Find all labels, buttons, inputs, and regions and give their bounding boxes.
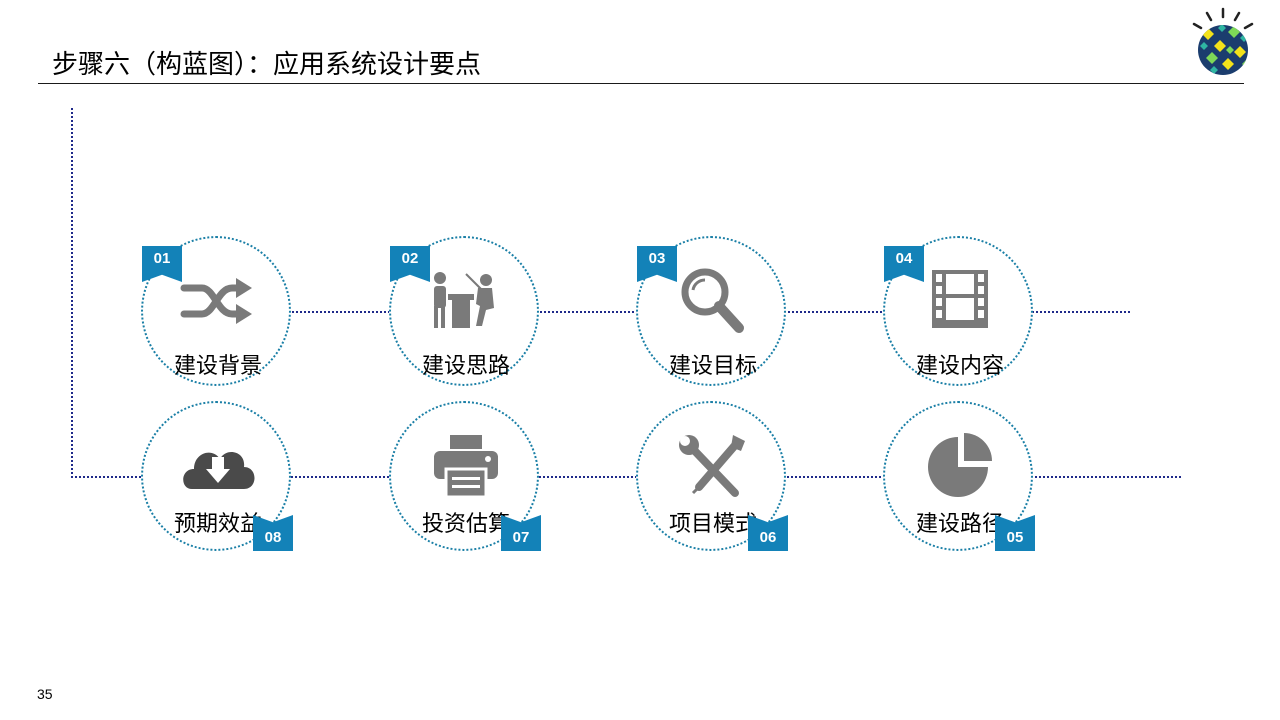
step-number-badge: 02: [390, 246, 430, 282]
film-icon: [932, 270, 988, 328]
step-card-06[interactable]: 项目模式 06: [636, 401, 788, 551]
step-card-01[interactable]: 建设背景 01: [141, 236, 291, 386]
step-card-07[interactable]: 投资估算 07: [389, 401, 541, 551]
step-label: 预期效益: [173, 512, 262, 537]
step-label: 建设内容: [915, 354, 1004, 379]
cloud-download-icon: [183, 452, 255, 489]
step-label: 建设目标: [668, 354, 757, 379]
step-number-badge: 04: [884, 246, 924, 282]
step-number-badge: 06: [748, 515, 788, 551]
step-card-08[interactable]: 预期效益 08: [141, 401, 293, 551]
step-card-03[interactable]: 建设目标 03: [636, 236, 786, 386]
step-label: 建设背景: [173, 354, 262, 379]
printer-icon: [434, 435, 498, 499]
step-number-badge: 03: [637, 246, 677, 282]
pie-chart-icon: [928, 433, 992, 497]
search-icon: [681, 268, 744, 333]
step-label: 项目模式: [668, 512, 757, 537]
step-label: 建设思路: [421, 354, 510, 379]
meeting-icon: [434, 272, 494, 328]
logo-icon: [1192, 7, 1254, 75]
step-label: 投资估算: [421, 512, 510, 537]
step-card-04[interactable]: 建设内容 04: [883, 236, 1033, 386]
shuffle-icon: [180, 278, 252, 324]
tools-icon: [679, 435, 745, 497]
step-number-badge: 01: [142, 246, 182, 282]
step-card-02[interactable]: 建设思路 02: [389, 236, 539, 386]
bottom-row-connector: [71, 476, 1181, 478]
step-card-05[interactable]: 建设路径 05: [883, 401, 1035, 551]
title-divider: [38, 83, 1244, 84]
step-number-badge: 05: [995, 515, 1035, 551]
step-number-badge: 07: [501, 515, 541, 551]
left-vertical-connector: [71, 108, 73, 478]
step-label: 建设路径: [915, 512, 1004, 537]
page-title: 步骤六（构蓝图）：应用系统设计要点: [52, 50, 482, 80]
page-number: 35: [37, 686, 53, 702]
